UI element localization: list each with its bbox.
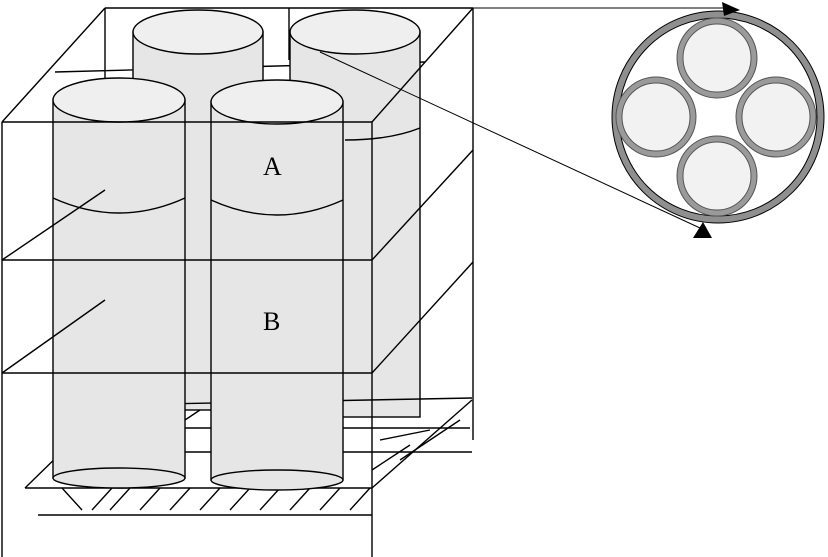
section-ring-bottom	[676, 135, 758, 217]
cylinder-front-left	[52, 77, 186, 489]
label-b: B	[263, 307, 280, 336]
arrowhead-top	[722, 2, 740, 16]
crate-front-frame	[1, 7, 474, 557]
section-ring-left	[615, 76, 697, 158]
section-ring-top	[676, 17, 758, 99]
label-a: A	[263, 152, 282, 181]
cross-section-detail	[611, 2, 825, 238]
cylinder-front-right	[210, 79, 344, 491]
leader-lines	[319, 7, 725, 229]
section-ring-right	[735, 76, 817, 158]
arrowhead-bottom	[693, 222, 712, 238]
